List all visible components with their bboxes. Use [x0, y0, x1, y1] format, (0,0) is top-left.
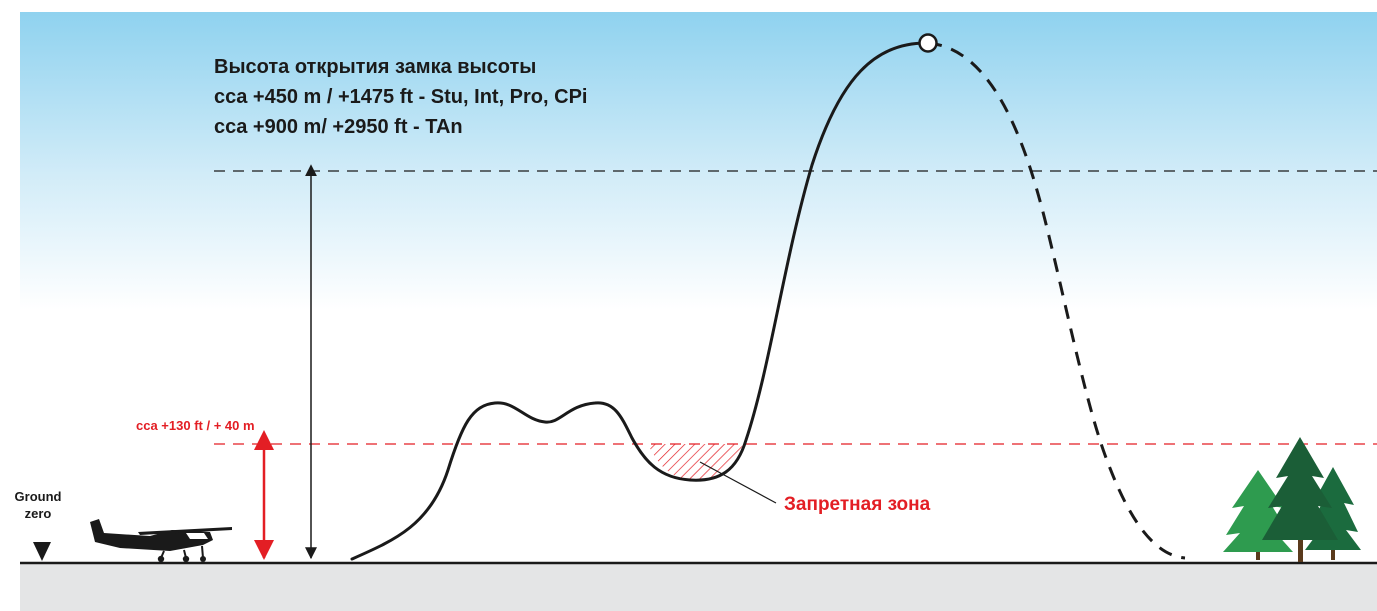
title-line-1: Высота открытия замка высоты	[214, 56, 537, 78]
forbidden-zone-pointer	[699, 461, 777, 504]
trees-icon	[1223, 437, 1361, 562]
forbidden-zone-hatch	[648, 444, 743, 482]
title-line-3: cca +900 m/ +2950 ft - TAn	[214, 116, 463, 138]
safety-height-label: cca +130 ft / + 40 m	[136, 418, 255, 433]
sky-background	[20, 12, 1377, 310]
activation-height-title: Высота открытия замка высоты cca +450 m …	[214, 52, 587, 142]
flight-profile-solid	[350, 41, 930, 561]
triangle-down-icon	[33, 542, 51, 561]
ground-zero-label: Ground zero	[6, 488, 70, 522]
flight-profile-dashed	[927, 41, 1186, 560]
apex-point	[918, 33, 938, 53]
forbidden-zone-label: Запретная зона	[784, 494, 931, 515]
ground-label-line-2: zero	[24, 506, 52, 521]
title-line-2: cca +450 m / +1475 ft - Stu, Int, Pro, C…	[214, 86, 588, 108]
ground-label-line-1: Ground	[14, 489, 62, 504]
ground-band	[20, 563, 1377, 611]
airplane-icon	[90, 519, 232, 563]
